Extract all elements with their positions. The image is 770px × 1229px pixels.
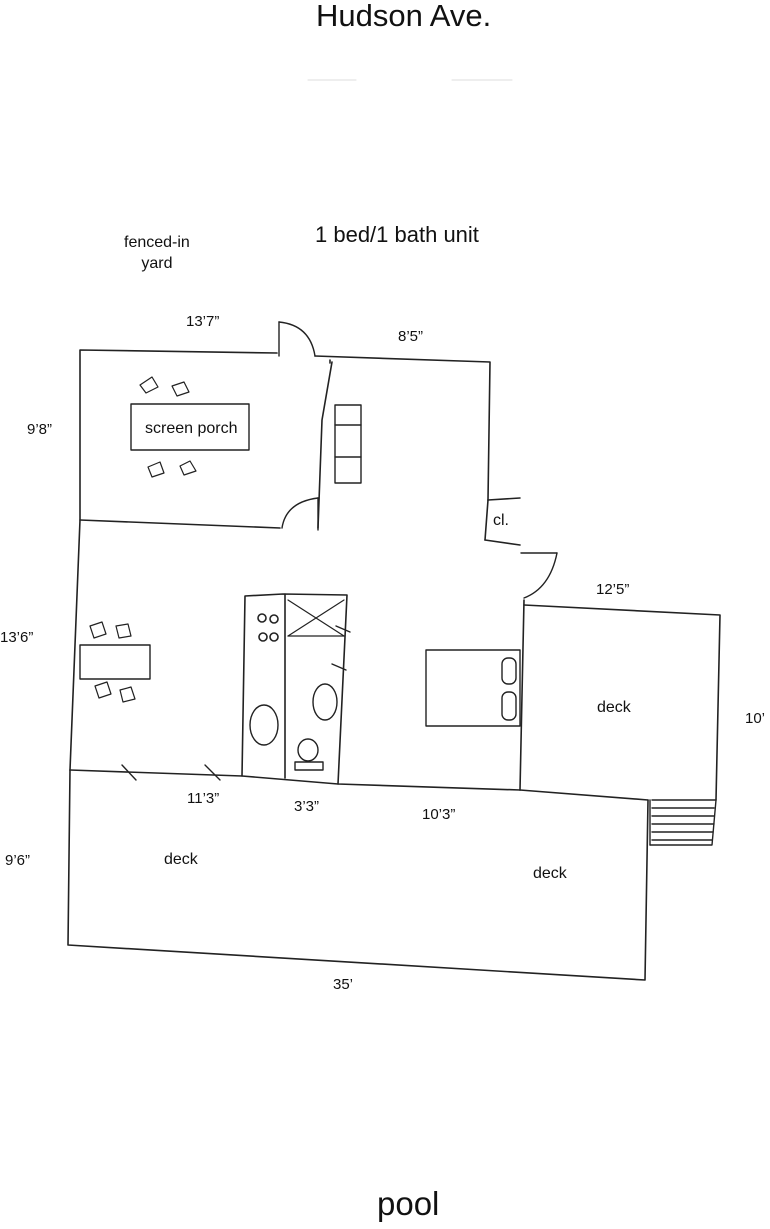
door-ticks	[121, 625, 351, 781]
unit-title: 1 bed/1 bath unit	[315, 222, 479, 247]
porch-inner-door	[281, 497, 319, 531]
deck-door	[520, 552, 558, 599]
dim-porch-width: 13’7”	[186, 313, 220, 330]
dining-chairs	[89, 621, 136, 703]
screen-porch-walls	[79, 359, 333, 529]
kitchen-counter	[334, 404, 362, 484]
dim-bedroom-width: 10’3”	[422, 806, 456, 823]
porch-entry-door	[278, 321, 316, 357]
toilet-icon	[294, 738, 324, 771]
dim-living-height: 13’6”	[0, 629, 34, 646]
dim-deck-right-width: 12’5”	[596, 581, 630, 598]
stove-burners-icon	[257, 613, 279, 642]
yard-label-line: yard	[141, 254, 173, 272]
deck-stairs	[649, 799, 717, 846]
dim-deck-height: 9’6”	[5, 852, 31, 869]
dim-total-width: 35’	[333, 976, 354, 993]
room-deck-left: deck	[164, 851, 198, 868]
dim-deck-right-height: 10’	[745, 710, 766, 727]
deck-bottom-outline	[67, 769, 649, 981]
room-deck-right: deck	[597, 699, 631, 716]
dim-living-width: 11’3”	[187, 790, 220, 807]
interior-walls	[69, 593, 525, 791]
bed	[425, 649, 521, 727]
room-closet: cl.	[493, 512, 509, 529]
exterior-walls	[69, 349, 521, 771]
sink-icon	[249, 704, 279, 746]
pool-label: pool	[377, 1185, 440, 1222]
street-name: Hudson Ave.	[316, 0, 492, 33]
room-deck-center: deck	[533, 865, 567, 882]
dining-table	[79, 644, 151, 680]
yard-label-line: fenced-in	[124, 234, 190, 251]
dim-kitchen-width: 8’5”	[398, 328, 424, 345]
dim-bath-width: 3’3”	[294, 798, 320, 815]
dim-porch-height: 9’8”	[27, 421, 53, 438]
room-screen-porch: screen porch	[145, 420, 238, 437]
porch-table	[130, 403, 250, 451]
porch-chairs	[139, 376, 197, 478]
washer-dryer-x	[287, 599, 345, 637]
deck-right-outline	[523, 604, 721, 801]
bath-sink-icon	[312, 683, 338, 721]
yard-label: fenced-in yard	[124, 233, 190, 275]
